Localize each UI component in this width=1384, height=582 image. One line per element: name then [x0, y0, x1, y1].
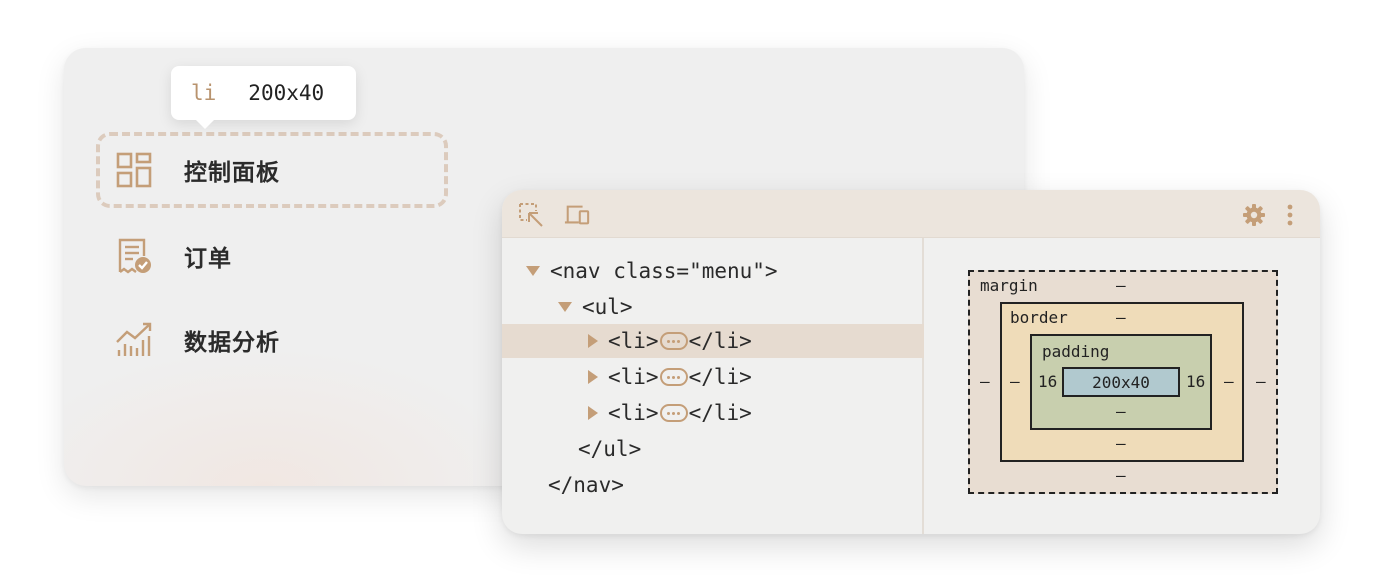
dom-tree: <nav class="menu"> <ul> <li> </li> <li> </… [502, 238, 924, 534]
more-vertical-icon[interactable] [1277, 202, 1303, 228]
dom-node-ul[interactable]: <ul> [502, 290, 924, 324]
dom-node-li[interactable]: <li> </li> [502, 360, 924, 394]
collapse-triangle-icon[interactable] [588, 406, 598, 420]
dashboard-grid-icon [114, 150, 154, 190]
analytics-chart-icon [114, 320, 154, 360]
ellipsis-icon[interactable] [659, 332, 688, 350]
devtools-panel: <nav class="menu"> <ul> <li> </li> <li> </… [502, 190, 1320, 534]
dom-node-nav[interactable]: <nav class="menu"> [502, 254, 924, 288]
menu-item-label: 控制面板 [184, 160, 280, 186]
menu-item-label: 数据分析 [184, 330, 280, 356]
ellipsis-icon[interactable] [659, 368, 688, 386]
dom-node-open-tag: <li> [608, 401, 659, 425]
content-dimensions: 200x40 [1092, 372, 1150, 392]
dom-node-text: </ul> [578, 437, 642, 461]
tooltip-dimensions: 200x40 [248, 81, 325, 105]
dom-node-text: <ul> [582, 295, 633, 319]
margin-label: margin [980, 276, 1038, 295]
border-right-value[interactable]: – [1224, 372, 1234, 391]
expand-triangle-icon[interactable] [558, 302, 572, 312]
margin-bottom-value[interactable]: – [1116, 466, 1126, 485]
padding-bottom-value[interactable]: – [1116, 402, 1126, 421]
dom-node-ul-close[interactable]: </ul> [502, 432, 924, 466]
dom-node-nav-close[interactable]: </nav> [502, 468, 924, 502]
ellipsis-icon[interactable] [659, 404, 688, 422]
element-size-tooltip: li 200x40 [171, 66, 356, 129]
padding-left-value[interactable]: 16 [1038, 372, 1058, 391]
margin-right-value[interactable]: – [1256, 372, 1266, 391]
border-top-value[interactable]: – [1116, 308, 1126, 327]
menu-item-dashboard[interactable]: 控制面板 [96, 132, 448, 208]
border-label: border [1010, 308, 1068, 327]
collapse-triangle-icon[interactable] [588, 334, 598, 348]
border-bottom-value[interactable]: – [1116, 434, 1126, 453]
dom-node-li[interactable]: <li> </li> [502, 396, 924, 430]
menu-item-orders[interactable]: 订单 [96, 218, 448, 294]
dom-node-close-tag: </li> [688, 329, 752, 353]
content-box: 200x40 [1062, 367, 1180, 397]
tooltip-tag-name: li [191, 81, 217, 105]
dom-node-close-tag: </li> [688, 365, 752, 389]
padding-right-value[interactable]: 16 [1186, 372, 1206, 391]
device-toggle-icon[interactable] [564, 202, 590, 228]
menu-item-label: 订单 [184, 246, 232, 272]
dom-node-text: </nav> [548, 473, 624, 497]
margin-left-value[interactable]: – [980, 372, 990, 391]
border-left-value[interactable]: – [1010, 372, 1020, 391]
margin-top-value[interactable]: – [1116, 276, 1126, 295]
dom-node-close-tag: </li> [688, 401, 752, 425]
menu-item-analytics[interactable]: 数据分析 [96, 302, 448, 378]
padding-label: padding [1042, 342, 1110, 361]
dom-node-open-tag: <li> [608, 365, 659, 389]
devtools-toolbar [502, 190, 1320, 238]
element-picker-icon[interactable] [518, 202, 544, 228]
order-receipt-icon [114, 236, 154, 276]
collapse-triangle-icon[interactable] [588, 370, 598, 384]
box-model-diagram: 200x40 margin – – – – border – – – – pad… [968, 270, 1278, 494]
expand-triangle-icon[interactable] [526, 266, 540, 276]
dom-node-li-selected[interactable]: <li> </li> [502, 324, 924, 358]
dom-node-open-tag: <li> [608, 329, 659, 353]
gear-icon[interactable] [1241, 202, 1267, 228]
dom-node-text: <nav class="menu"> [550, 259, 778, 283]
